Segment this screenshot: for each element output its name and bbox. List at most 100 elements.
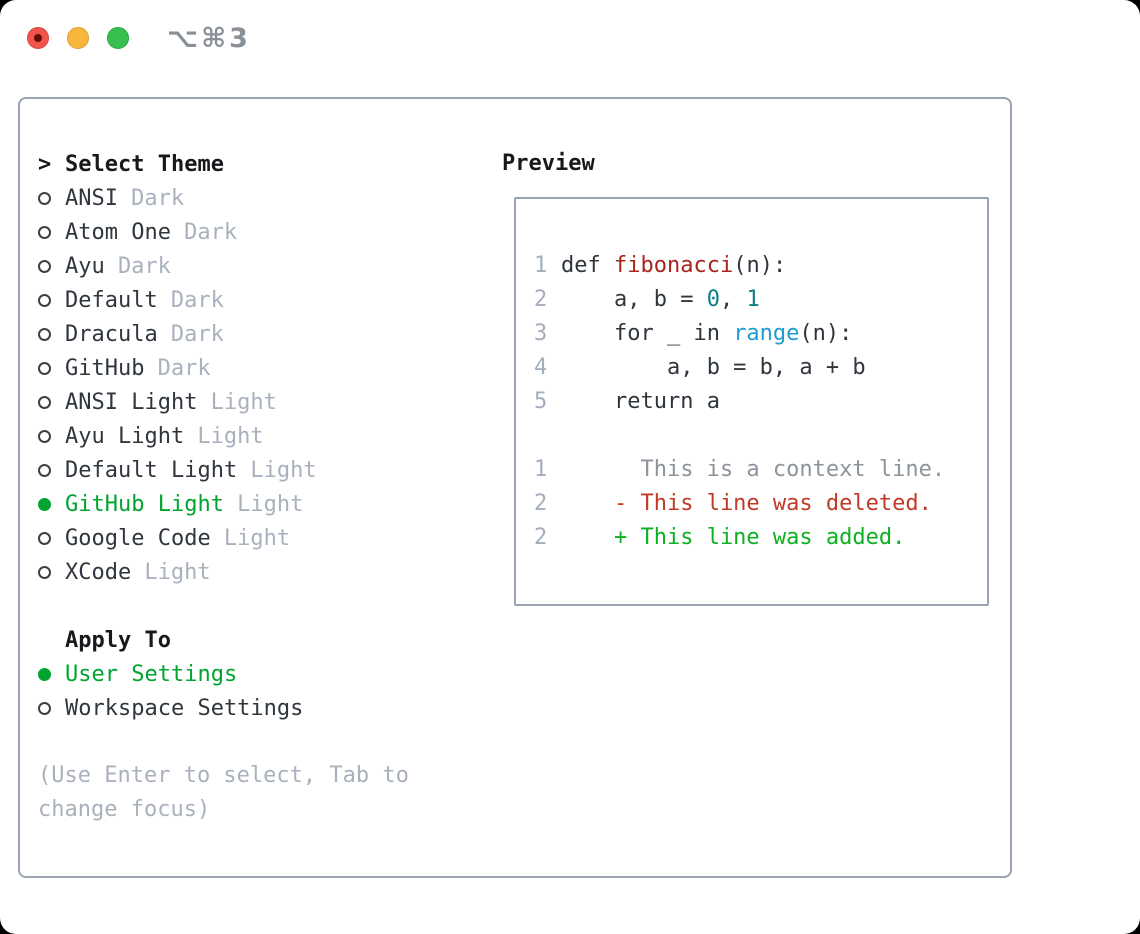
code-line: 5 return a	[534, 385, 987, 419]
radio-icon[interactable]	[38, 327, 51, 341]
code-token-code: a, b = b, a + b	[561, 355, 866, 380]
option-label: ANSI	[65, 185, 118, 211]
theme-option[interactable]: ANSI Dark	[38, 181, 502, 215]
code-token-code: for _ in	[561, 321, 734, 346]
code-token-context: This is a context line.	[561, 457, 946, 482]
radio-icon[interactable]	[38, 531, 51, 545]
option-label: GitHub	[65, 355, 145, 381]
preview-title: Preview	[502, 151, 595, 176]
radio-slot	[38, 361, 65, 375]
radio-icon[interactable]	[38, 191, 51, 205]
radio-slot	[38, 259, 65, 273]
line-number: 2	[534, 491, 548, 516]
cursor-caret-icon: >	[38, 151, 52, 177]
minimize-button-icon[interactable]	[67, 27, 89, 49]
code-line: 1 This is a context line.	[534, 453, 987, 487]
code-token-code: def	[561, 253, 614, 278]
theme-option[interactable]: Ayu Dark	[38, 249, 502, 283]
close-button-icon[interactable]	[27, 27, 49, 49]
radio-selected-icon[interactable]	[38, 667, 51, 681]
apply-to-option[interactable]: User Settings	[38, 657, 502, 691]
code-line: 3 for _ in range(n):	[534, 317, 987, 351]
option-variant-label: Light	[144, 559, 211, 585]
line-number: 5	[534, 389, 548, 414]
line-number: 2	[534, 525, 548, 550]
hint-line-2: change focus)	[38, 797, 211, 822]
option-label: Google Code	[65, 525, 211, 551]
radio-icon[interactable]	[38, 565, 51, 579]
theme-option[interactable]: GitHub Dark	[38, 351, 502, 385]
option-variant-label: Dark	[117, 253, 171, 279]
radio-slot	[38, 429, 65, 443]
apply-to-header: Apply To	[38, 623, 502, 657]
code-line: 2 + This line was added.	[534, 521, 987, 555]
code-token-builtin: range	[733, 321, 800, 346]
option-variant-label: Dark	[157, 355, 211, 381]
apply-to-option[interactable]: Workspace Settings	[38, 691, 502, 725]
code-line: 1 def fibonacci(n):	[534, 249, 987, 283]
code-token-code: a, b =	[561, 287, 707, 312]
line-number: 3	[534, 321, 548, 346]
code-token-deleted: - This line was deleted.	[561, 491, 932, 516]
option-variant-label: Dark	[131, 185, 185, 211]
code-token-number: 0	[706, 287, 720, 312]
radio-slot	[38, 225, 65, 239]
code-token-code: return a	[561, 389, 720, 414]
option-label: Ayu	[65, 253, 105, 279]
option-label: Workspace Settings	[65, 695, 304, 721]
code-token-code: (n):	[733, 253, 787, 278]
radio-icon[interactable]	[38, 293, 51, 307]
option-label: ANSI Light	[65, 389, 198, 415]
code-token-code: ,	[719, 287, 747, 312]
code-token-added: + This line was added.	[561, 525, 906, 550]
option-variant-label: Dark	[170, 321, 224, 347]
option-variant-label: Light	[223, 525, 291, 551]
cursor-slot: >	[38, 152, 65, 177]
radio-slot	[38, 327, 65, 341]
radio-icon[interactable]	[38, 395, 51, 409]
option-variant-label: Light	[237, 491, 304, 517]
code-token-code: (n):	[799, 321, 853, 346]
select-theme-header: > Select Theme	[38, 147, 502, 181]
theme-option[interactable]: Google Code Light	[38, 521, 502, 555]
radio-slot	[38, 293, 65, 307]
theme-option[interactable]: Dracula Dark	[38, 317, 502, 351]
line-number: 1	[534, 457, 548, 482]
title-bar: ⌥⌘3	[0, 0, 1140, 76]
option-label: Dracula	[65, 321, 158, 347]
theme-option[interactable]: ANSI Light Light	[38, 385, 502, 419]
zoom-button-icon[interactable]	[107, 27, 129, 49]
radio-icon[interactable]	[38, 225, 51, 239]
line-number: 1	[534, 253, 548, 278]
code-token-number: 1	[746, 287, 760, 312]
radio-icon[interactable]	[38, 701, 51, 715]
radio-slot	[38, 701, 65, 715]
option-label: Ayu Light	[65, 423, 185, 449]
radio-icon[interactable]	[38, 429, 51, 443]
radio-selected-icon[interactable]	[38, 497, 51, 511]
option-variant-label: Light	[210, 389, 277, 415]
option-label: Default	[65, 287, 158, 313]
radio-slot	[38, 667, 65, 681]
radio-icon[interactable]	[38, 463, 51, 477]
option-variant-label: Light	[250, 457, 317, 483]
radio-slot	[38, 191, 65, 205]
radio-icon[interactable]	[38, 361, 51, 375]
option-label: Atom One	[65, 219, 171, 245]
code-line: 2 - This line was deleted.	[534, 487, 987, 521]
radio-slot	[38, 497, 65, 511]
code-token-func: fibonacci	[613, 253, 734, 278]
radio-icon[interactable]	[38, 259, 51, 273]
